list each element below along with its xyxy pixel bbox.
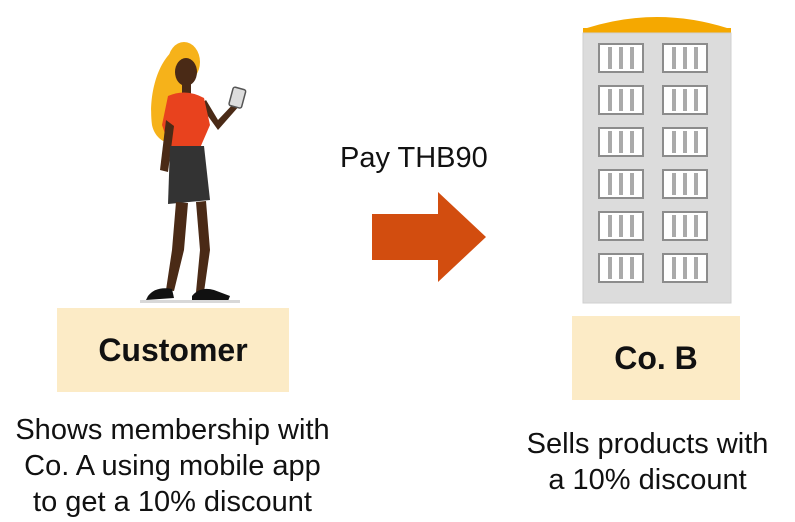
window-bar — [672, 131, 676, 153]
window-bar — [694, 89, 698, 111]
company-label: Co. B — [614, 339, 698, 376]
window-bar — [608, 47, 612, 69]
window-bar — [619, 257, 623, 279]
window-bar — [683, 131, 687, 153]
window-bar — [608, 173, 612, 195]
window-bar — [694, 173, 698, 195]
window-bar — [608, 89, 612, 111]
window-bar — [672, 215, 676, 237]
window-bar — [672, 47, 676, 69]
customer-label-box: Customer — [57, 308, 289, 392]
company-label-box: Co. B — [572, 316, 740, 400]
woman-with-phone-icon — [140, 42, 247, 303]
window-bar — [694, 257, 698, 279]
window-bar — [619, 215, 623, 237]
window-bar — [619, 131, 623, 153]
window-bar — [683, 89, 687, 111]
window-bar — [630, 215, 634, 237]
window-bar — [608, 257, 612, 279]
window-bar — [694, 131, 698, 153]
window-bar — [683, 173, 687, 195]
window-bar — [683, 47, 687, 69]
window-bar — [694, 47, 698, 69]
window-bar — [619, 89, 623, 111]
window-bar — [683, 215, 687, 237]
right-arrow-icon — [372, 192, 486, 282]
window-bar — [672, 173, 676, 195]
window-bar — [630, 89, 634, 111]
company-description: Sells products with a 10% discount — [526, 428, 769, 496]
window-bar — [619, 47, 623, 69]
payment-label: Pay THB90 — [340, 142, 488, 174]
customer-description: Shows membership with Co. A using mobile… — [15, 414, 330, 518]
window-bar — [683, 257, 687, 279]
window-bar — [619, 173, 623, 195]
window-bar — [630, 257, 634, 279]
window-bar — [630, 47, 634, 69]
window-bar — [608, 131, 612, 153]
office-building-icon — [582, 17, 732, 304]
window-bar — [694, 215, 698, 237]
window-bar — [672, 89, 676, 111]
customer-label: Customer — [98, 331, 248, 368]
window-bar — [672, 257, 676, 279]
window-bar — [630, 131, 634, 153]
window-bar — [608, 215, 612, 237]
window-bar — [630, 173, 634, 195]
